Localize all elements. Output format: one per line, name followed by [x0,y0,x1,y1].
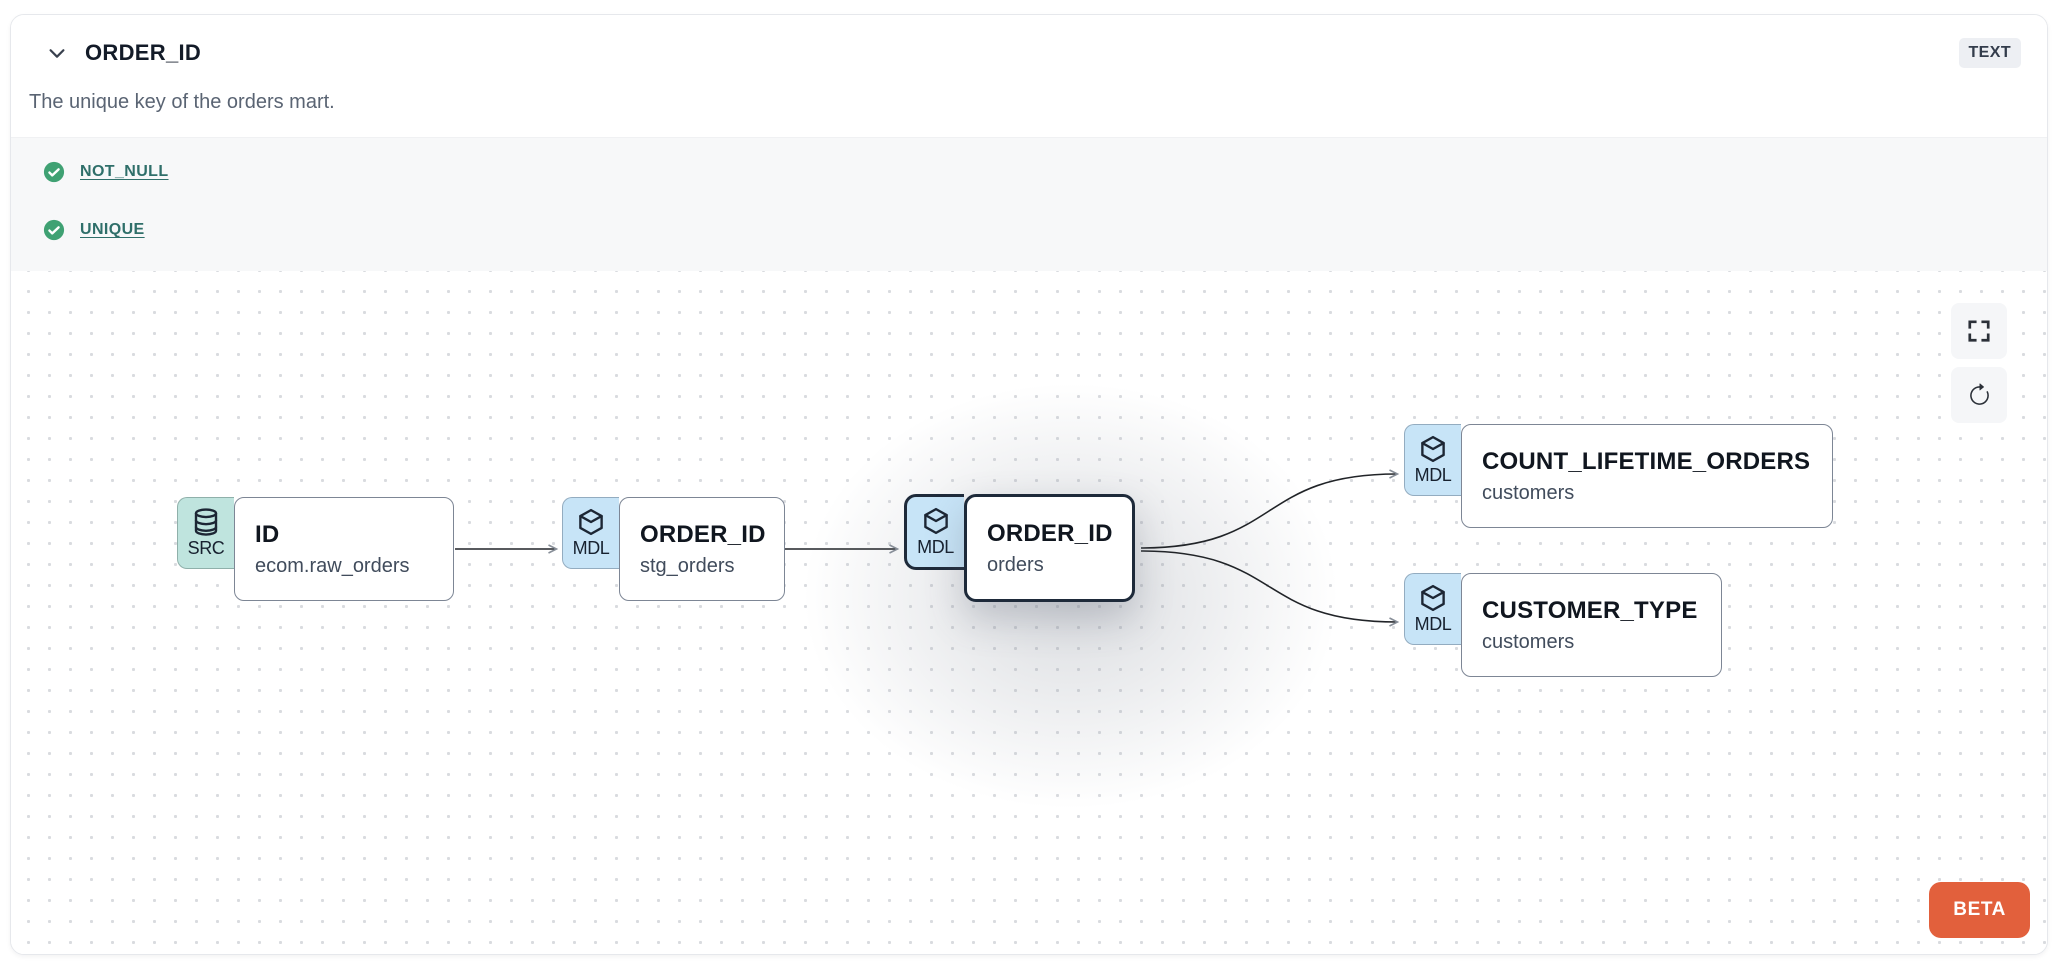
node-type-badge: MDL [904,494,964,570]
node-subtitle: orders [987,553,1044,576]
node-subtitle: customers [1482,481,1575,504]
collapse-button[interactable] [43,39,71,67]
node-title: CUSTOMER_TYPE [1482,596,1698,624]
check-circle-icon [43,161,65,183]
check-circle-icon [43,219,65,241]
fullscreen-icon [1966,318,1992,344]
node-title: ORDER_ID [987,519,1113,547]
node-card: ORDER_ID stg_orders [619,497,785,601]
lineage-edge-order-id-orders-to-count-lifetime-orders [1140,469,1400,549]
cube-icon [1418,583,1448,613]
chevron-down-icon [46,42,68,64]
column-description: The unique key of the orders mart. [29,91,335,113]
node-subtitle: ecom.raw_orders [255,554,410,577]
cube-icon [576,507,606,537]
node-card: ID ecom.raw_orders [234,497,454,601]
beta-badge: BETA [1929,882,2030,938]
node-badge-label: MDL [1414,465,1452,485]
node-type-badge: MDL [562,497,619,569]
node-title: ORDER_ID [640,520,766,548]
cube-icon [1418,434,1448,464]
node-card: CUSTOMER_TYPE customers [1461,573,1722,677]
page-title: ORDER_ID [85,40,202,65]
test-link[interactable]: UNIQUE [80,221,145,238]
tests-section: NOT_NULL UNIQUE [11,137,2047,271]
column-type-badge: TEXT [1958,38,2021,68]
database-icon [191,507,221,537]
header: ORDER_ID TEXT The unique key of the orde… [11,15,2047,137]
cube-icon [921,506,951,536]
node-type-badge: SRC [177,497,234,569]
test-row: UNIQUE [43,219,2019,241]
node-card: COUNT_LIFETIME_ORDERS customers [1461,424,1833,528]
node-title: COUNT_LIFETIME_ORDERS [1482,447,1811,475]
node-badge-label: MDL [917,537,954,557]
lineage-edges [455,469,1400,627]
fullscreen-button[interactable] [1951,303,2007,359]
test-row: NOT_NULL [43,161,2019,183]
refresh-icon [1967,382,1992,408]
node-subtitle: stg_orders [640,554,735,577]
node-type-badge: MDL [1404,424,1461,496]
title-row: ORDER_ID TEXT [43,33,2021,73]
node-badge-label: MDL [1414,614,1452,634]
node-type-badge: MDL [1404,573,1461,645]
canvas-controls [1951,303,2007,423]
column-details-panel: ORDER_ID TEXT The unique key of the orde… [10,14,2048,955]
test-link[interactable]: NOT_NULL [80,163,169,180]
refresh-button[interactable] [1951,367,2007,423]
lineage-edge-order-id-orders-to-customer-type [1140,550,1400,627]
node-badge-label: MDL [572,538,610,558]
node-title: ID [255,520,280,548]
node-badge-label: SRC [187,538,225,558]
node-subtitle: customers [1482,630,1575,653]
